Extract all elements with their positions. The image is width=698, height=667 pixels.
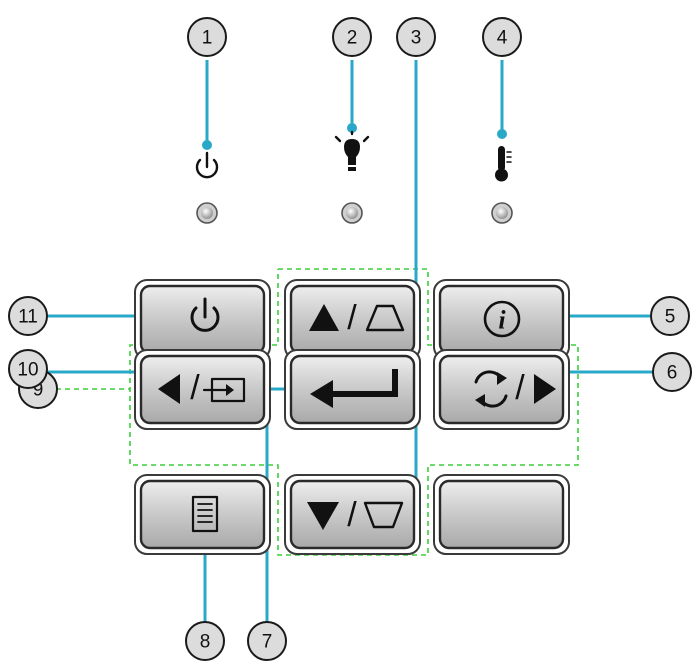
keystone-bottom-icon <box>363 501 404 529</box>
lamp-led <box>341 202 363 224</box>
callout-10: 10 <box>8 349 48 389</box>
svg-text:1: 1 <box>202 28 213 49</box>
svg-text:10: 10 <box>17 360 38 381</box>
callout-11: 11 <box>8 296 48 336</box>
triangle-right-icon <box>534 374 556 404</box>
resync-right-button[interactable]: / <box>433 349 570 430</box>
source-input-icon <box>202 377 246 403</box>
callout-3: 3 <box>396 17 436 57</box>
callout-2: 2 <box>332 17 372 57</box>
svg-text:5: 5 <box>665 307 676 328</box>
info-icon <box>483 300 521 338</box>
keystone-top-icon <box>365 304 405 332</box>
callout-4: 4 <box>482 17 522 57</box>
menu-button[interactable] <box>134 474 271 555</box>
power-led <box>196 202 218 224</box>
svg-text:4: 4 <box>497 28 508 49</box>
info-glyph: i <box>498 306 506 335</box>
enter-button[interactable] <box>284 349 421 430</box>
resync-separator: / <box>515 369 525 407</box>
blank-button[interactable] <box>433 474 570 555</box>
svg-text:11: 11 <box>18 307 38 328</box>
left-source-button[interactable]: / <box>134 349 271 430</box>
svg-text:6: 6 <box>667 363 678 384</box>
temp-led <box>491 202 513 224</box>
svg-text:9: 9 <box>33 380 44 401</box>
menu-list-icon <box>191 495 219 533</box>
down-keystone-separator: / <box>347 496 357 534</box>
info-button[interactable]: i <box>433 279 570 360</box>
callout-6: 6 <box>652 352 692 392</box>
enter-arrow-icon <box>310 369 398 408</box>
svg-text:2: 2 <box>347 28 358 49</box>
callout-5: 5 <box>650 296 690 336</box>
power-button[interactable] <box>134 279 271 360</box>
svg-text:8: 8 <box>200 632 211 653</box>
lamp-icon <box>334 130 370 171</box>
triangle-down-icon <box>307 502 339 530</box>
power-icon <box>190 297 220 332</box>
callout-1: 1 <box>187 17 227 57</box>
callout-7: 7 <box>247 621 287 661</box>
up-keystone-button[interactable]: / <box>284 279 421 360</box>
navigation-group-outline <box>56 268 579 556</box>
down-keystone-button[interactable]: / <box>284 474 421 555</box>
svg-text:3: 3 <box>411 28 422 49</box>
triangle-up-icon <box>309 304 339 331</box>
callout-8: 8 <box>185 621 225 661</box>
up-keystone-separator: / <box>347 299 357 337</box>
left-source-separator: / <box>190 369 200 407</box>
triangle-left-icon <box>158 374 180 404</box>
power-led-icon <box>195 151 219 179</box>
resync-icon <box>474 370 508 408</box>
svg-text:7: 7 <box>262 632 273 653</box>
thermometer-icon <box>495 146 512 182</box>
